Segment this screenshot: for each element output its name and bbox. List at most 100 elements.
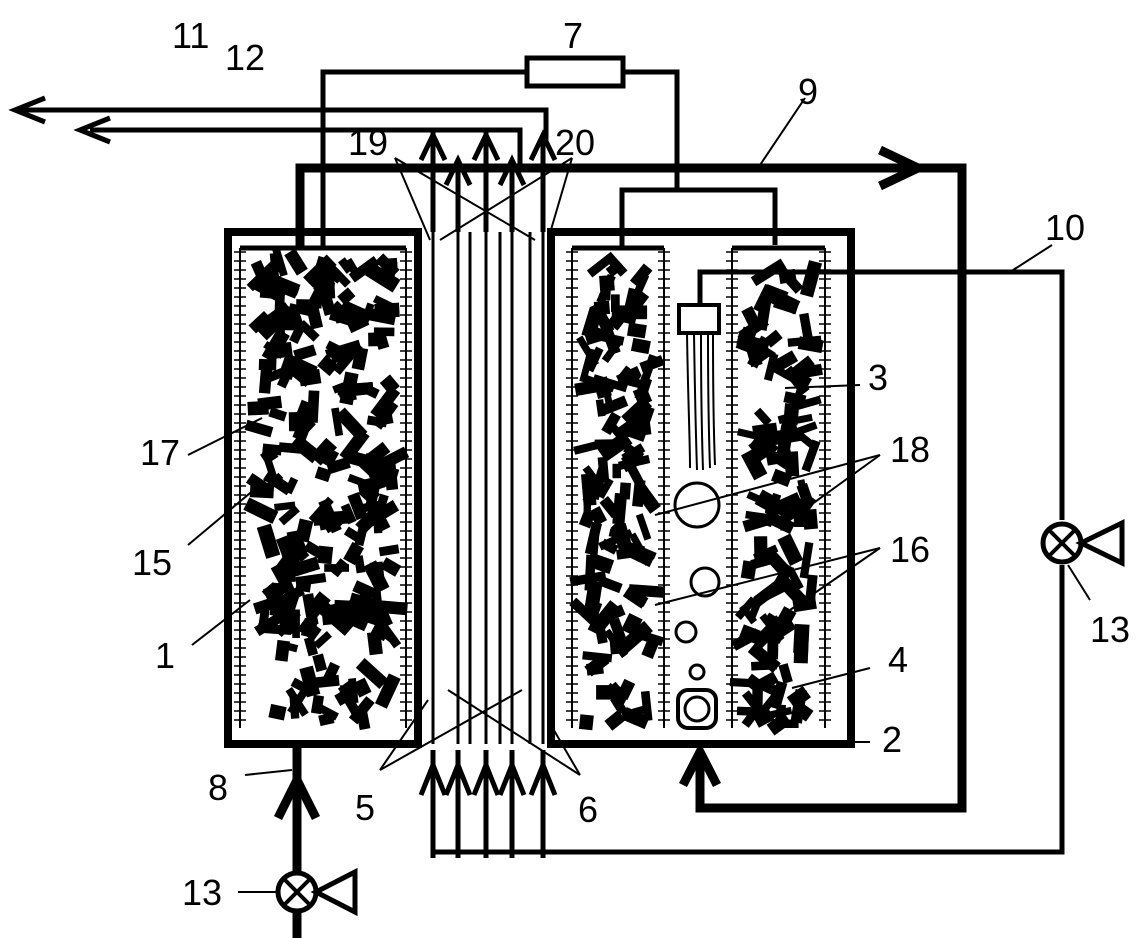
granule — [339, 371, 359, 406]
granule — [596, 273, 616, 305]
label-5: 5 — [355, 787, 375, 828]
granule — [355, 594, 374, 611]
granule — [358, 482, 381, 505]
granule — [753, 407, 772, 427]
granule — [313, 510, 349, 526]
granule — [343, 541, 365, 566]
granule — [332, 341, 363, 375]
granule — [611, 294, 620, 312]
granule — [374, 673, 401, 709]
granule — [573, 440, 601, 455]
granule — [619, 620, 653, 653]
granule — [325, 340, 344, 356]
granule — [275, 585, 305, 608]
granule — [601, 339, 622, 364]
granule — [302, 593, 319, 626]
granule — [769, 680, 788, 710]
granule — [756, 429, 783, 442]
granule — [592, 374, 628, 393]
granule — [330, 558, 349, 578]
inlet-line — [273, 744, 321, 938]
granule — [297, 617, 322, 642]
outlet-pipes — [8, 95, 549, 165]
granule — [790, 369, 813, 388]
granule — [635, 513, 652, 541]
granule — [768, 288, 801, 315]
tube-inlet-arrows — [418, 750, 558, 858]
granule — [268, 703, 287, 721]
granule — [374, 302, 400, 319]
label-13-bottom: 13 — [182, 872, 222, 913]
label-15: 15 — [132, 542, 172, 583]
label-6: 6 — [578, 789, 598, 830]
granule — [284, 248, 308, 276]
granule — [348, 696, 375, 725]
label-19: 19 — [348, 122, 388, 163]
granule — [326, 456, 351, 475]
granule — [621, 707, 650, 730]
aeration-line — [433, 269, 1065, 855]
granule — [599, 332, 625, 346]
load-resistor — [524, 55, 626, 89]
granule — [363, 560, 390, 594]
granule — [604, 710, 626, 731]
granule — [360, 302, 375, 325]
granule — [597, 395, 629, 417]
granule — [303, 636, 319, 657]
label-1: 1 — [155, 635, 175, 676]
granule — [258, 604, 271, 630]
tube-outlet-arrows — [418, 129, 558, 232]
granule — [327, 300, 349, 322]
label-2: 2 — [882, 719, 902, 760]
granule — [595, 399, 606, 417]
granule — [303, 540, 326, 560]
granule — [612, 492, 628, 525]
granule — [629, 404, 655, 442]
granule — [268, 407, 288, 422]
granule — [274, 552, 293, 573]
granule — [737, 328, 770, 365]
granule — [245, 472, 271, 495]
granule — [578, 508, 596, 529]
granule — [317, 354, 339, 377]
granule — [787, 335, 822, 347]
granule — [378, 544, 400, 557]
granule — [762, 612, 790, 636]
granule — [600, 378, 613, 404]
granule — [276, 363, 296, 389]
label-9: 9 — [798, 71, 818, 112]
granule — [765, 449, 793, 466]
granule — [569, 571, 607, 587]
granule — [603, 628, 628, 659]
granule — [247, 400, 269, 416]
granule — [362, 383, 380, 399]
granule — [251, 274, 288, 304]
granule — [582, 651, 613, 663]
granule — [621, 443, 646, 463]
granule — [335, 407, 368, 441]
granule — [324, 339, 362, 359]
granule — [313, 255, 332, 277]
granule — [606, 681, 626, 701]
granule — [759, 613, 785, 643]
pump-bottom — [275, 867, 358, 917]
granule — [740, 448, 768, 481]
labels: 1 2 3 4 5 6 7 8 9 10 11 12 13 13 15 16 1… — [132, 15, 1130, 913]
granule — [578, 714, 594, 731]
granule — [598, 528, 634, 551]
granule — [270, 341, 293, 360]
granule — [275, 639, 290, 662]
granule — [298, 368, 322, 387]
granule — [584, 521, 602, 556]
granule — [603, 251, 628, 277]
air-bubbles — [673, 481, 721, 730]
granule — [610, 695, 628, 715]
granule — [588, 601, 603, 620]
granule — [777, 533, 804, 567]
granule — [362, 452, 386, 472]
granule — [608, 617, 627, 644]
granule — [632, 479, 646, 508]
granule — [379, 374, 400, 395]
granule — [256, 523, 281, 559]
